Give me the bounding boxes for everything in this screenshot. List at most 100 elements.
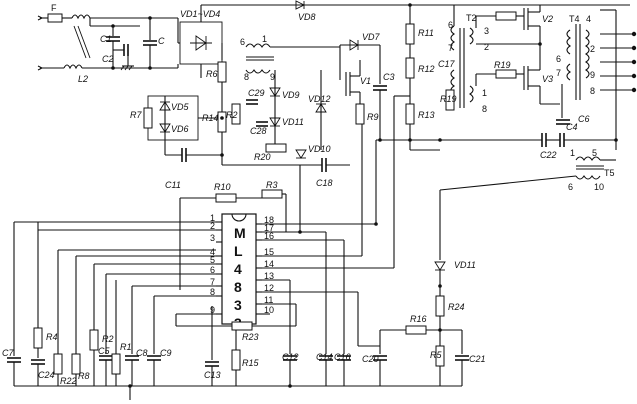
ml4833-ic: [221, 213, 257, 325]
vd6-label: VD6: [171, 124, 189, 134]
ic-pin-16-number: 16: [264, 231, 274, 241]
v2-mosfet: [523, 5, 541, 44]
l1-pin9: 9: [270, 72, 275, 82]
t2-label: T2: [466, 13, 477, 23]
t2-transformer: [450, 25, 474, 108]
t5-pin5: 5: [592, 148, 597, 158]
ic-pin-2-number: 2: [210, 221, 215, 231]
output-terminal-1: [631, 31, 637, 37]
ic-pin-13-number: 13: [264, 271, 274, 281]
c-label: C: [158, 36, 165, 46]
ic-pin-1-number: 1: [210, 213, 215, 223]
t4-pin2: 2: [590, 44, 595, 54]
t5-pin10: 10: [594, 182, 604, 192]
c3-label: C3: [383, 72, 395, 82]
mains-input: [37, 15, 64, 71]
ic-pin-8-number: 8: [210, 287, 215, 297]
bridge-label: VD1~VD4: [180, 9, 220, 19]
c12-label: C12: [282, 352, 299, 362]
t2-pin7: 7: [448, 43, 453, 53]
c1-label: C1: [100, 34, 112, 44]
v1-label: V1: [360, 76, 371, 86]
r1-resistor: [111, 353, 121, 375]
r9-label: R9: [367, 112, 379, 122]
r4-resistor: [33, 327, 43, 349]
fuse-label: F: [51, 3, 57, 13]
v3-label: V3: [542, 74, 553, 84]
r11-label: R11: [418, 28, 434, 38]
ic-pin-18-number: 18: [264, 215, 274, 225]
t4-label: T4: [569, 14, 580, 24]
c17-label: C17: [438, 59, 456, 69]
t2-pin6: 6: [448, 20, 453, 30]
r6-resistor: [217, 61, 227, 83]
c16-label: C16: [334, 352, 351, 362]
r13-resistor: [405, 103, 415, 125]
r8-label: R8: [78, 371, 90, 381]
c11-label: C11: [165, 180, 181, 190]
r2-bottom-resistor: [89, 329, 99, 351]
r10-label: R10: [214, 182, 231, 192]
ic-pin-3-number: 3: [210, 233, 215, 243]
junction-dots: [111, 3, 618, 388]
ic-pin-14-number: 14: [264, 259, 274, 269]
c28-label: C28: [250, 126, 267, 136]
t4-pin8: 8: [590, 86, 595, 96]
t4-pin7: 7: [556, 68, 561, 78]
ic-pin-11-number: 11: [264, 295, 273, 305]
r18-label: R19: [494, 60, 511, 70]
t2-pin2: 2: [484, 42, 489, 52]
c6-label: C6: [578, 114, 590, 124]
r2-resistor: [231, 103, 241, 125]
l2-label: L2: [78, 74, 88, 84]
c14-label: C14: [316, 352, 333, 362]
ic-pin-6-number: 6: [210, 265, 215, 275]
c9-label: C9: [160, 348, 172, 358]
output-terminal-2: [631, 45, 637, 51]
r13-label: R13: [418, 110, 435, 120]
ic-letter-2: L: [234, 243, 243, 259]
v3-mosfet: [523, 54, 541, 104]
t5-transformer: [575, 156, 604, 180]
vd8-diode: [295, 0, 306, 10]
c5-label: C5: [98, 346, 110, 356]
v2-label: V2: [542, 14, 553, 24]
vd7-label: VD7: [362, 32, 381, 42]
r18-resistor: [495, 69, 517, 79]
c20-label: C20: [362, 354, 379, 364]
vd8-label: VD8: [298, 12, 316, 22]
ic-letter-1: M: [234, 225, 246, 241]
r3-label: R3: [266, 180, 278, 190]
r2-bottom-label: R2: [102, 334, 114, 344]
t4-pin9: 9: [590, 70, 595, 80]
r22-resistor: [53, 353, 63, 375]
vd11-label-2: VD11: [454, 260, 476, 270]
t4-pin6: 6: [556, 54, 561, 64]
vd11-diode: [434, 261, 446, 271]
l1-pin8: 8: [244, 72, 249, 82]
vd12-label: VD12: [308, 94, 331, 104]
l1-transformer: [245, 43, 274, 74]
t5-pin6: 6: [568, 182, 573, 192]
r15-resistor: [231, 349, 241, 371]
r6-label: R6: [206, 69, 218, 79]
r12-label: R12: [418, 64, 435, 74]
r9-resistor: [355, 103, 365, 125]
t5-label: T5: [604, 168, 615, 178]
r22-label: R22: [60, 376, 77, 386]
t2-pin3: 3: [484, 26, 489, 36]
output-terminal-5: [631, 87, 637, 93]
vd9-label: VD9: [282, 90, 300, 100]
r15-label: R15: [242, 358, 260, 368]
c2-label: C2: [102, 54, 114, 64]
c24-label: C24: [38, 370, 55, 380]
t2-pin1: 1: [482, 88, 487, 98]
r17-resistor: [495, 11, 517, 21]
c29-label: C29: [248, 88, 265, 98]
r23-resistor: [231, 321, 253, 331]
r16-label: R16: [410, 314, 427, 324]
c21-label: C21: [469, 354, 486, 364]
ic-letter-3: 4: [234, 261, 242, 277]
